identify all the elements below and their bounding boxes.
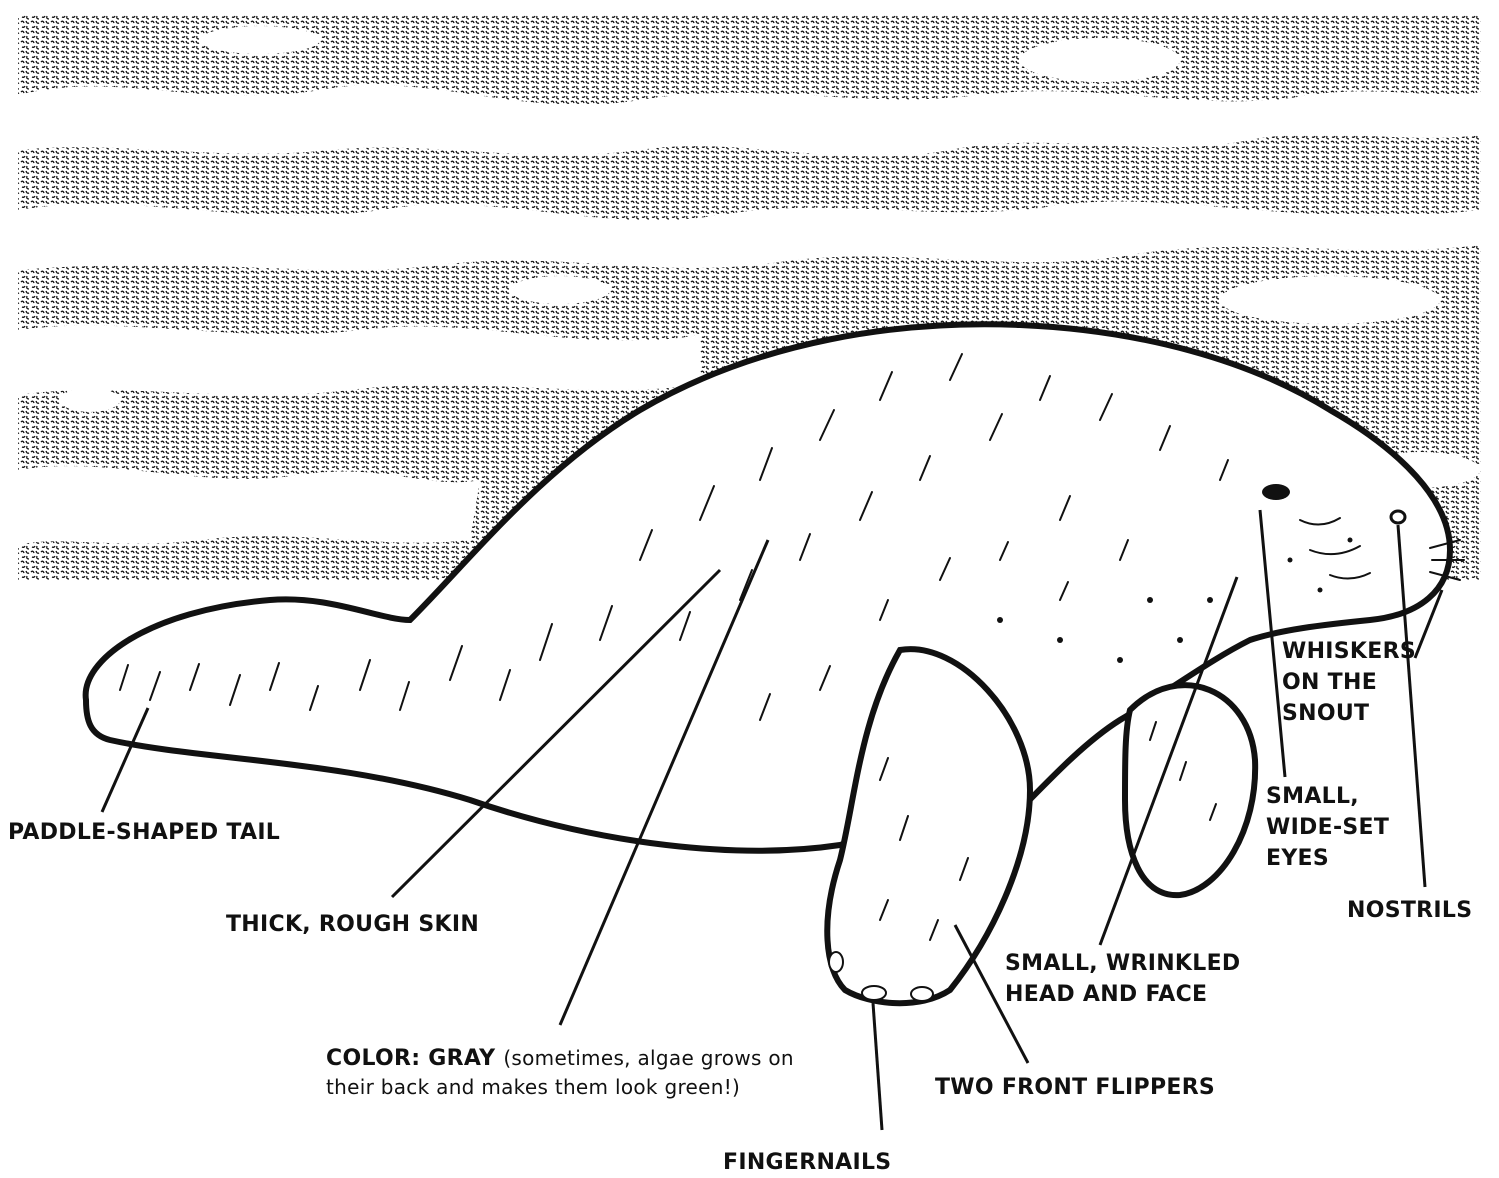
label-whiskers-on-snout: WHISKERS ON THE SNOUT bbox=[1282, 636, 1416, 729]
color-note-line1: (sometimes, algae grows on bbox=[503, 1046, 794, 1070]
label-two-front-flippers: TWO FRONT FLIPPERS bbox=[935, 1072, 1215, 1103]
whiskers-line2: ON THE bbox=[1282, 667, 1416, 698]
label-color-gray: COLOR: GRAY (sometimes, algae grows on t… bbox=[326, 1044, 794, 1102]
leader-fingernails bbox=[873, 1003, 882, 1130]
eyes-line1: SMALL, bbox=[1266, 781, 1389, 812]
label-small-wrinkled-head: SMALL, WRINKLED HEAD AND FACE bbox=[1005, 948, 1240, 1010]
head-line1: SMALL, WRINKLED bbox=[1005, 948, 1240, 979]
label-fingernails: FINGERNAILS bbox=[723, 1147, 891, 1178]
label-small-wide-set-eyes: SMALL, WIDE-SET EYES bbox=[1266, 781, 1389, 874]
eyes-line2: WIDE-SET bbox=[1266, 812, 1389, 843]
color-note-line2: their back and makes them look green!) bbox=[326, 1073, 794, 1102]
label-nostrils: NOSTRILS bbox=[1347, 895, 1472, 926]
head-line2: HEAD AND FACE bbox=[1005, 979, 1240, 1010]
color-key: COLOR: GRAY bbox=[326, 1046, 495, 1071]
label-thick-rough-skin: THICK, ROUGH SKIN bbox=[226, 909, 479, 940]
eyes-line3: EYES bbox=[1266, 843, 1389, 874]
label-paddle-shaped-tail: PADDLE-SHAPED TAIL bbox=[8, 817, 280, 848]
whiskers-line3: SNOUT bbox=[1282, 698, 1416, 729]
whiskers-line1: WHISKERS bbox=[1282, 636, 1416, 667]
